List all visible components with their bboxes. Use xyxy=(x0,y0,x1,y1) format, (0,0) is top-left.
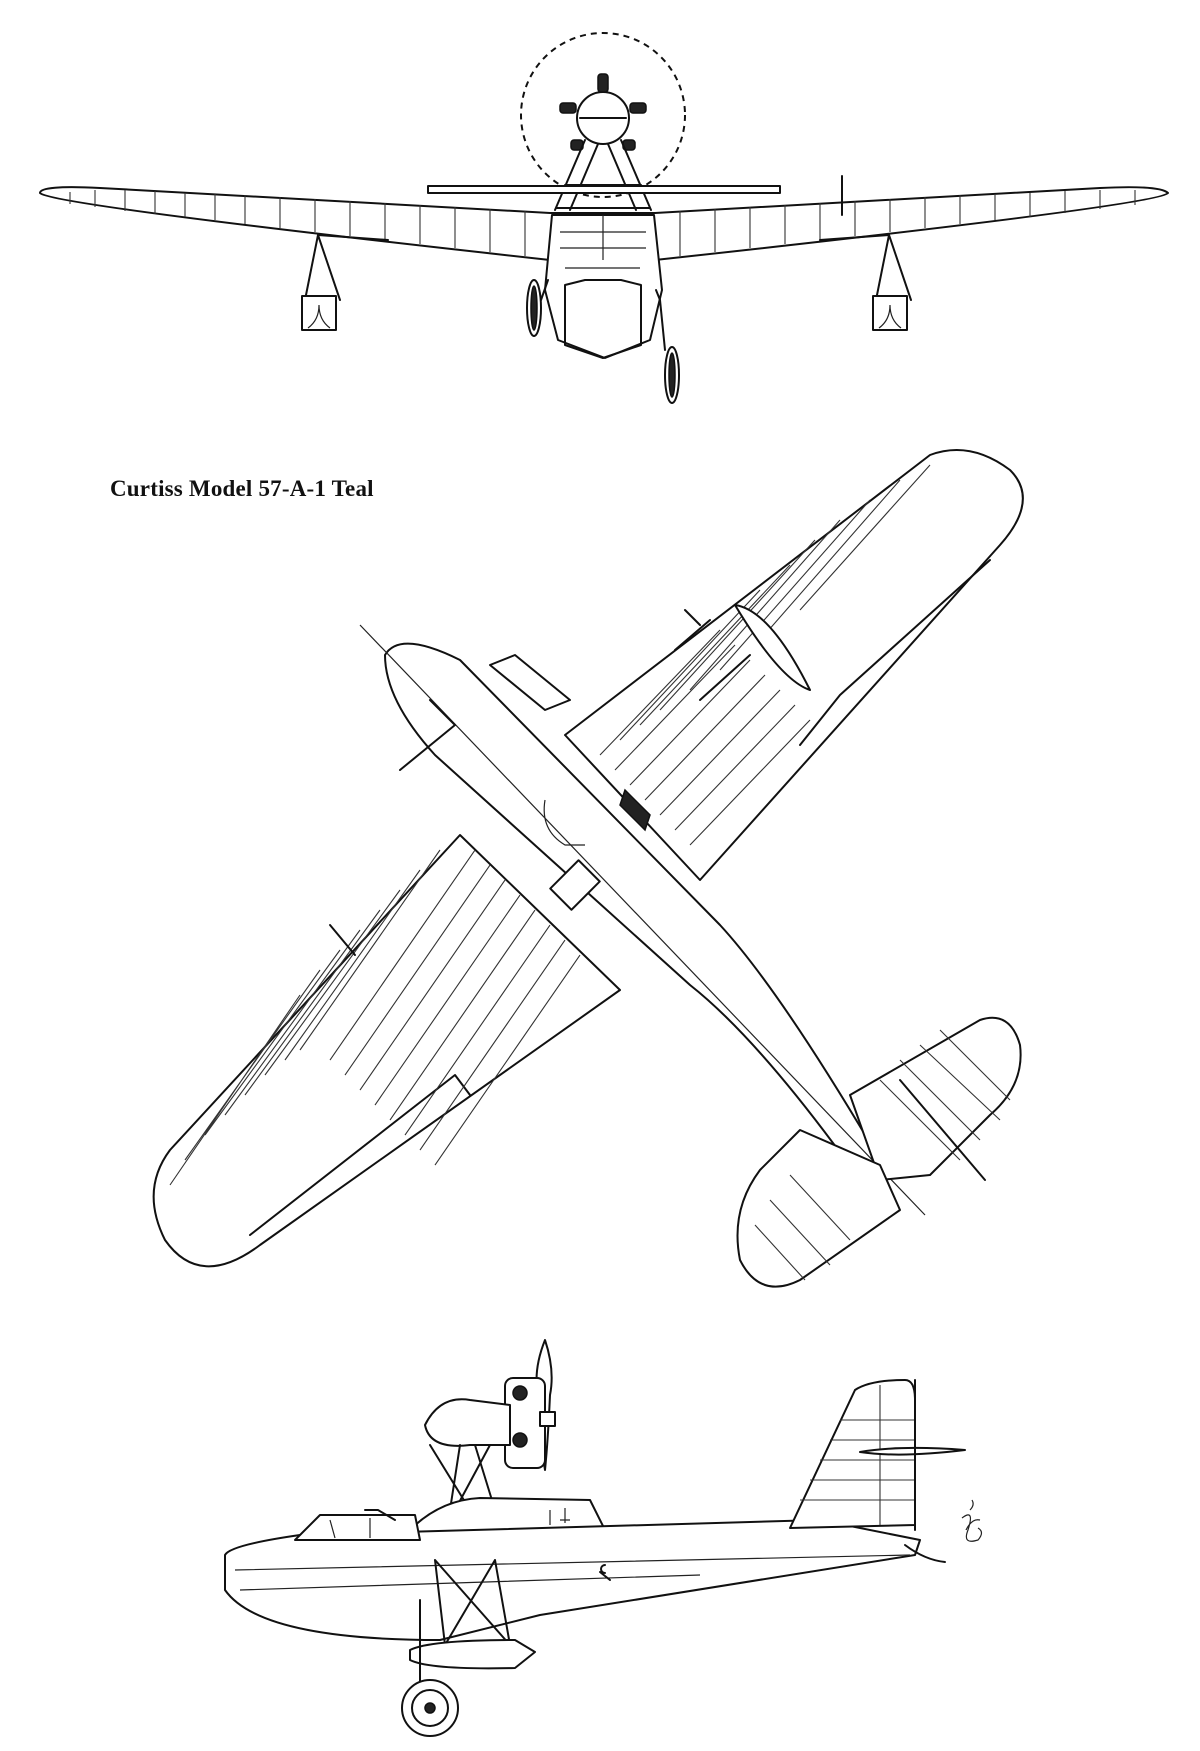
engine-nacelle-top xyxy=(489,654,651,911)
horizontal-stabilizer-front xyxy=(427,185,781,194)
wing-ribs-left-top xyxy=(169,849,581,1186)
hull-side xyxy=(224,1519,921,1641)
wingtip-float-top xyxy=(734,604,811,691)
radial-engine-front xyxy=(559,73,647,151)
engine-pylon-front xyxy=(554,139,652,211)
elevator-lower-top xyxy=(736,1129,901,1288)
radial-engine-side xyxy=(504,1377,556,1469)
landing-gear-side xyxy=(401,1599,459,1737)
aileron-right-top xyxy=(799,559,991,746)
fin-ribs-side xyxy=(800,1385,915,1525)
wing-ribs-right-top xyxy=(599,464,931,846)
artist-signature-mark xyxy=(961,1499,983,1542)
top-view xyxy=(152,449,1024,1288)
wing-ribs-front xyxy=(69,190,1136,256)
horizontal-stabilizer-top xyxy=(849,1016,1022,1181)
rudder-line-top xyxy=(899,1079,986,1181)
cabin-side xyxy=(294,1514,421,1541)
propeller-disc xyxy=(520,32,686,198)
drawing-title: Curtiss Model 57-A-1 Teal xyxy=(110,476,374,501)
wingtip-float-side xyxy=(409,1639,536,1670)
engine-nacelle-side xyxy=(424,1398,511,1447)
horizontal-stabilizer-side xyxy=(859,1446,966,1456)
side-view xyxy=(224,1339,966,1737)
tail-ribs-top xyxy=(754,1029,1011,1281)
landing-gear-front xyxy=(526,279,680,404)
wingtip-float-left-front xyxy=(301,234,389,331)
aileron-left-top xyxy=(249,1074,471,1236)
front-view xyxy=(39,32,1169,404)
wingtip-float-right-front xyxy=(819,234,912,331)
